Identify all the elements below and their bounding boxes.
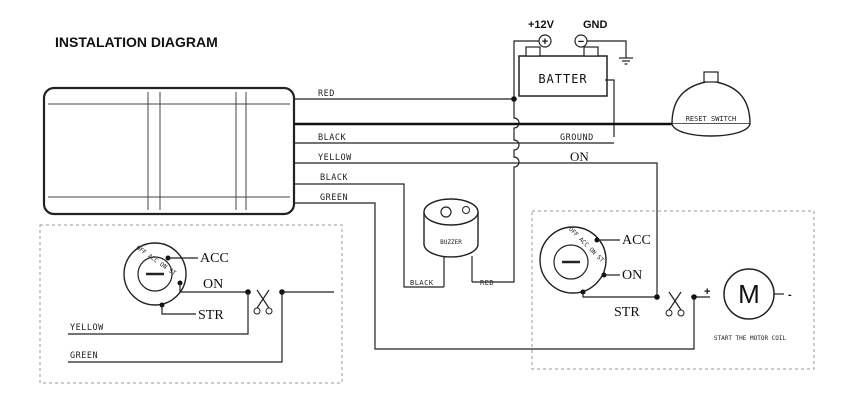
right-cut-dot-a xyxy=(654,294,660,300)
battery-minus-sign: − xyxy=(578,36,584,48)
left-ignition-box xyxy=(39,224,343,384)
battery-label: BATTER xyxy=(538,72,587,86)
gnd-label: GND xyxy=(583,19,608,31)
battery-ground-wire xyxy=(587,40,627,58)
green-wire xyxy=(294,202,710,350)
motor-plus-label: + xyxy=(704,286,710,298)
right-cut-dot-b xyxy=(691,294,697,300)
red-wire-label: RED xyxy=(318,89,335,99)
right-on-label: ON xyxy=(622,268,642,283)
left-scissors-icon xyxy=(253,289,273,315)
motor-symbol: M xyxy=(738,279,760,309)
left-str-label: STR xyxy=(198,308,224,323)
green-wire-label: GREEN xyxy=(320,193,348,203)
reset-switch-label: RESET SWITCH xyxy=(686,115,737,123)
left-ignition-switch-icon xyxy=(123,242,187,306)
left-green-label: GREEN xyxy=(70,351,98,361)
battery-ground-drop-wire xyxy=(605,79,615,137)
ground-symbol-icon xyxy=(619,57,633,65)
left-green-wire xyxy=(68,292,283,363)
right-str-lead xyxy=(582,292,657,298)
red-to-buzzer-wire xyxy=(493,99,520,283)
battery-plus-sign: + xyxy=(542,36,548,48)
plus-12v-label: +12V xyxy=(528,19,555,31)
left-yellow-wire xyxy=(68,292,249,335)
right-ignition-switch-icon xyxy=(539,226,607,294)
left-on-label: ON xyxy=(203,277,223,292)
battery: + − BATTER xyxy=(518,34,608,97)
motor-minus-label: - xyxy=(788,289,792,301)
black-buzzer-label: BLACK xyxy=(410,279,434,287)
red-buzzer-label: RED xyxy=(480,279,494,287)
left-yellow-label: YELLOW xyxy=(70,323,104,333)
reset-switch-icon xyxy=(671,71,751,137)
left-acc-label: ACC xyxy=(200,251,229,266)
right-scissors-icon xyxy=(665,291,685,317)
ground-wire-label: GROUND xyxy=(560,133,594,143)
motor-caption: START THE MOTOR COIL xyxy=(714,335,787,342)
buzzer-label: BUZZER xyxy=(440,239,462,246)
yellow-on-wire xyxy=(294,162,658,297)
black-mid-wire-label: BLACK xyxy=(320,173,348,183)
right-acc-label: ACC xyxy=(622,233,651,248)
buzzer-icon xyxy=(423,198,493,287)
black-buzzer-wire xyxy=(294,183,444,288)
black-wire-label: BLACK xyxy=(318,133,346,143)
right-ignition-box xyxy=(531,210,815,370)
yellow-wire-label: YELLOW xyxy=(318,153,352,163)
tracker-device xyxy=(42,86,296,216)
left-on-lead xyxy=(179,283,248,293)
on-wire-label: ON xyxy=(570,149,589,164)
right-str-label: STR xyxy=(614,305,640,320)
left-str-lead xyxy=(161,305,196,315)
diagram-title: INSTALATION DIAGRAM xyxy=(55,34,218,50)
battery-plus-wire xyxy=(513,40,539,99)
